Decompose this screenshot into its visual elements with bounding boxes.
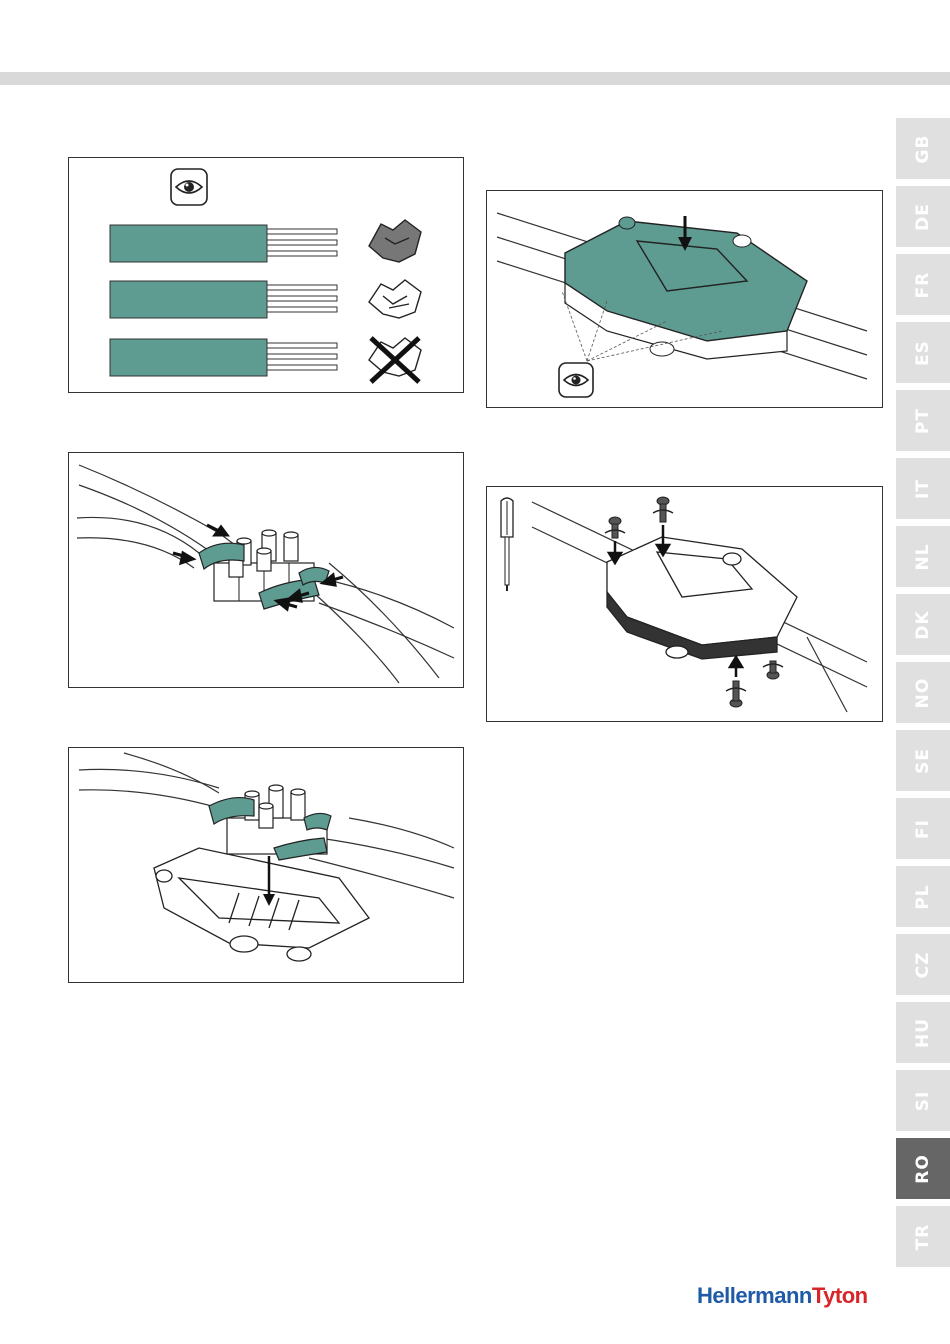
figure-place-into-base [68, 747, 464, 983]
language-tab-label: RO [913, 1154, 933, 1184]
language-tab-de[interactable]: DE [896, 186, 950, 247]
eye-icon [171, 169, 207, 205]
language-tab-fr[interactable]: FR [896, 254, 950, 315]
language-tab-label: GB [913, 134, 933, 163]
language-tab-label: PL [913, 884, 933, 909]
cable-strip-2 [110, 281, 337, 318]
cable-strip-3 [110, 339, 337, 376]
language-tab-pt[interactable]: PT [896, 390, 950, 451]
eye-icon [559, 363, 593, 397]
screwdriver-icon [501, 498, 513, 591]
language-tab-nl[interactable]: NL [896, 526, 950, 587]
language-tab-label: CZ [913, 951, 933, 978]
language-tab-label: PT [913, 407, 933, 433]
figure-screw-fixing [486, 486, 883, 722]
language-tab-si[interactable]: SI [896, 1070, 950, 1131]
language-tab-gb[interactable]: GB [896, 118, 950, 179]
header-bar [0, 72, 950, 85]
language-tab-label: ES [913, 340, 933, 366]
housing-closed [607, 537, 797, 659]
connector-wrong-icon [369, 338, 421, 382]
language-tab-label: DE [913, 203, 933, 231]
language-tab-label: HU [913, 1017, 933, 1047]
figure-connector-insertion [68, 452, 464, 688]
figure-cable-strip-check [68, 157, 464, 393]
language-tab-label: FR [913, 271, 933, 298]
language-tab-label: DK [913, 610, 933, 639]
language-tab-tr[interactable]: TR [896, 1206, 950, 1267]
connector-ok-icon [369, 280, 421, 318]
language-tab-label: TR [913, 1223, 933, 1250]
language-tab-label: SE [913, 748, 933, 774]
language-tab-es[interactable]: ES [896, 322, 950, 383]
language-tab-pl[interactable]: PL [896, 866, 950, 927]
language-tab-dk[interactable]: DK [896, 594, 950, 655]
language-tab-fi[interactable]: FI [896, 798, 950, 859]
language-tab-cz[interactable]: CZ [896, 934, 950, 995]
brand-logo-part2: Tyton [812, 1283, 868, 1308]
language-tab-label: IT [913, 479, 933, 499]
language-tab-label: NO [913, 677, 933, 708]
language-tabs: GB DE FR ES PT IT NL DK NO SE FI PL CZ HU SI RO TR [896, 118, 950, 1274]
brand-logo-part1: Hellermann [697, 1283, 812, 1308]
connector-ok-icon [369, 220, 421, 262]
cable-strip-1 [110, 225, 337, 262]
language-tab-label: SI [913, 1090, 933, 1111]
figure-close-cover [486, 190, 883, 408]
language-tab-it[interactable]: IT [896, 458, 950, 519]
language-tab-label: FI [913, 819, 933, 839]
language-tab-se[interactable]: SE [896, 730, 950, 791]
brand-logo: HellermannTyton [697, 1283, 868, 1309]
language-tab-ro[interactable]: RO [896, 1138, 950, 1199]
language-tab-hu[interactable]: HU [896, 1002, 950, 1063]
language-tab-label: NL [913, 543, 933, 570]
language-tab-no[interactable]: NO [896, 662, 950, 723]
